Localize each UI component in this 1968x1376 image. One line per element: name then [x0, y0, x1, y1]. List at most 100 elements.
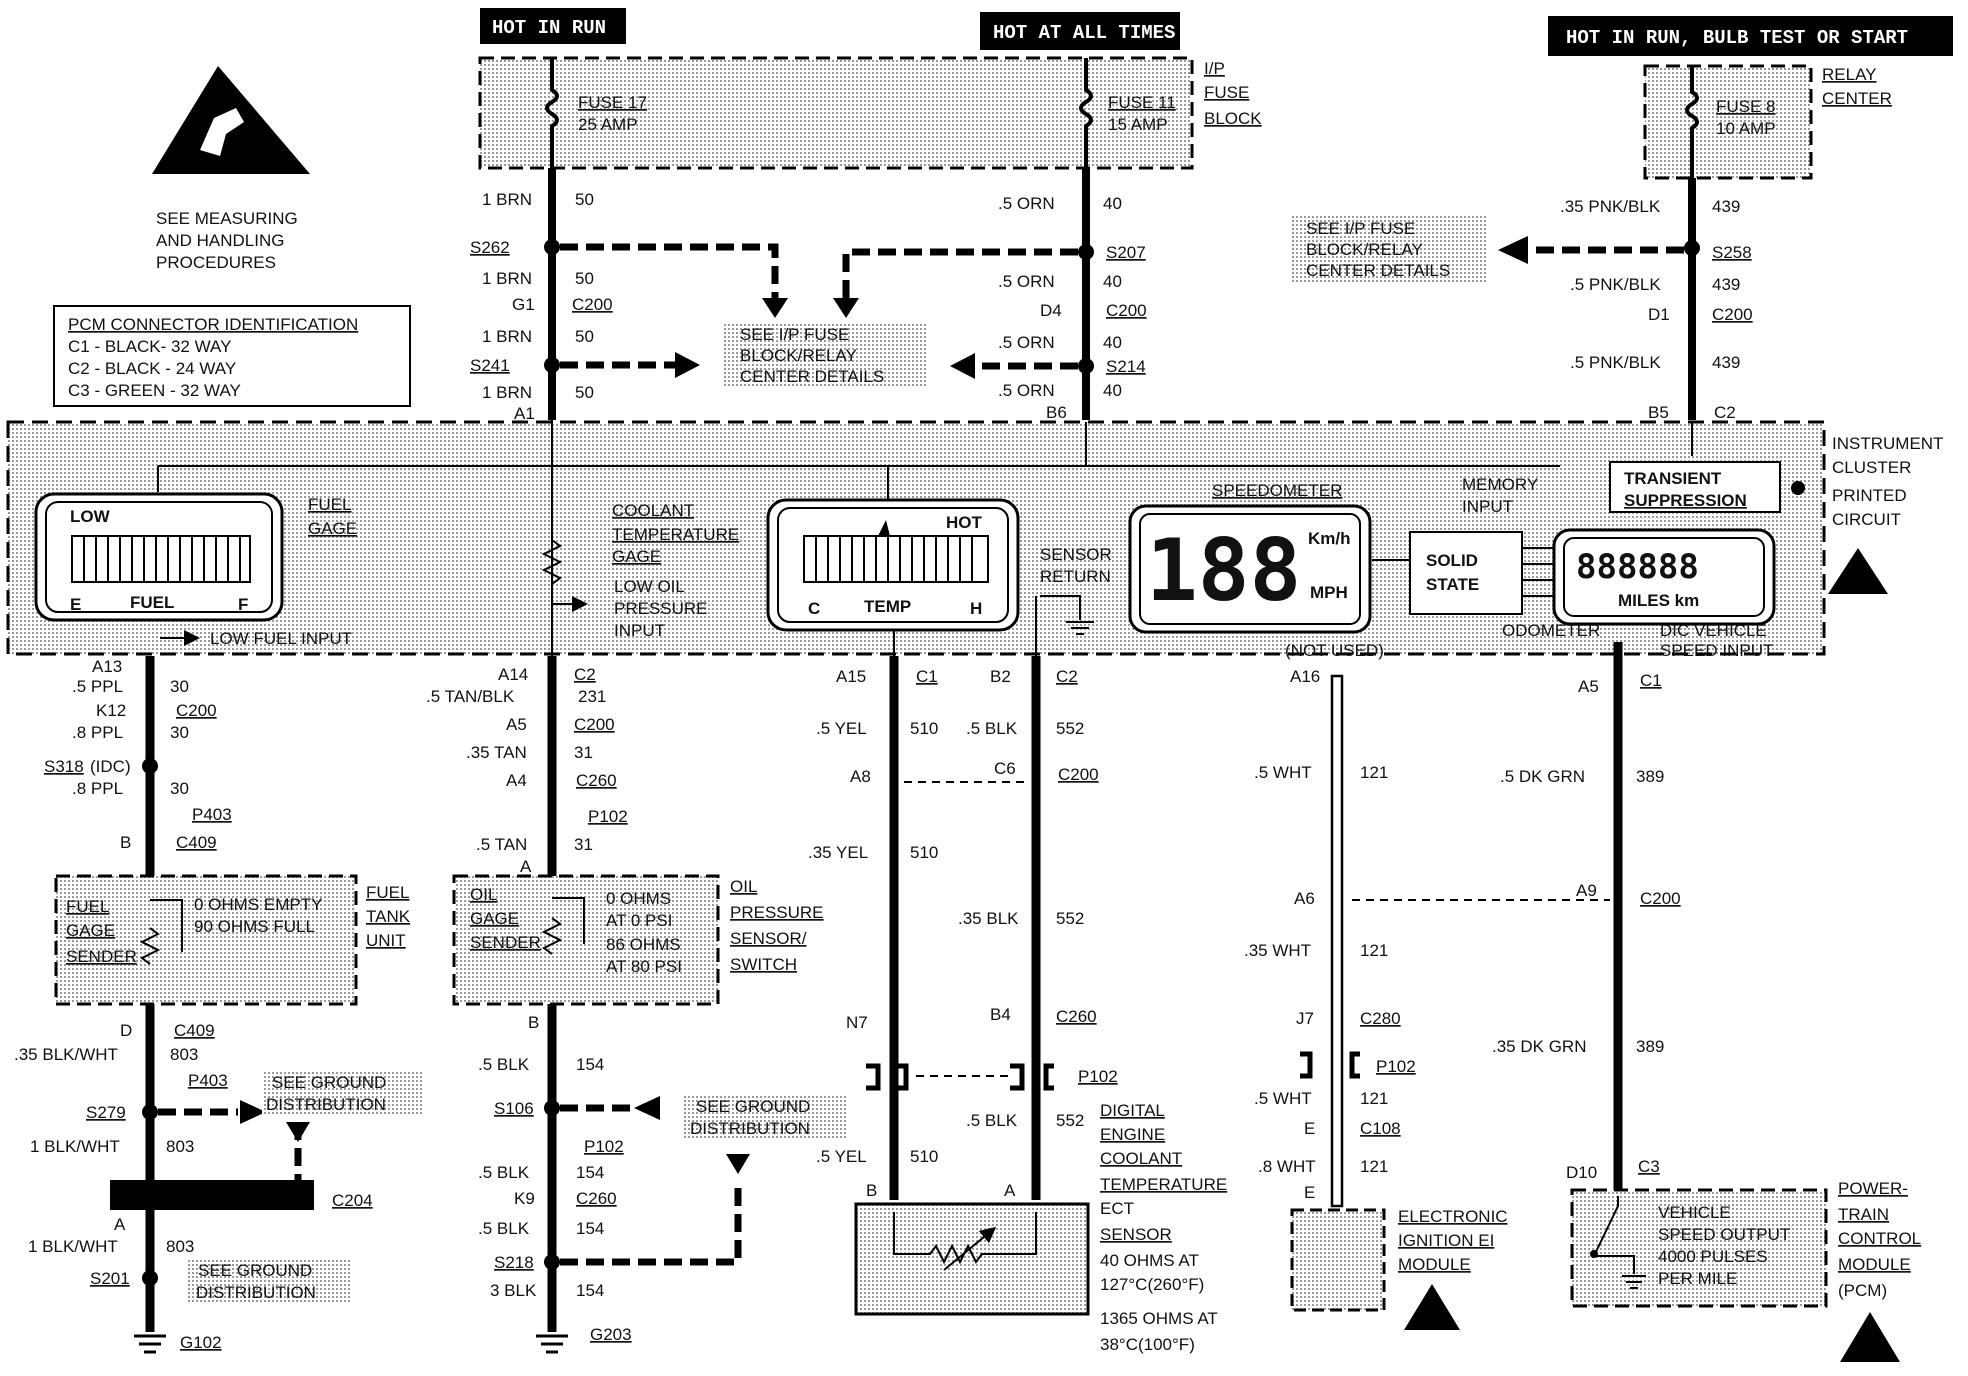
label-col6-d10: D10: [1566, 1163, 1597, 1182]
label-col2-ohms-1: AT 0 PSI: [606, 911, 672, 930]
fuel-f-label: F: [238, 595, 248, 614]
label-col4-b4: B4: [990, 1005, 1011, 1024]
label-col1-w1: .5 PPL: [72, 677, 123, 696]
label-cluster-coolant-label-2: GAGE: [612, 547, 661, 566]
label-col4-a: A: [1004, 1181, 1016, 1200]
fuel-gage-sender: FUEL GAGE SENDER 0 OHMS EMPTY 90 OHMS FU…: [54, 874, 358, 1006]
label-feed_left-n1: 50: [575, 190, 594, 209]
label-col5-module-0: ELECTRONIC: [1398, 1207, 1508, 1226]
label-col2-g203: G203: [590, 1325, 632, 1344]
label-col2-a5: A5: [506, 715, 527, 734]
fuse-17-label: FUSE 17: [578, 93, 647, 112]
label-col1-w2: .8 PPL: [72, 723, 123, 742]
label-col6-c200: C200: [1640, 889, 1681, 908]
label-feed_right-w3: .5 PNK/BLK: [1570, 353, 1661, 372]
esd-note-line2: AND HANDLING: [156, 231, 284, 250]
label-col4-c2: C2: [1056, 667, 1078, 686]
label-col5-n1: 121: [1360, 763, 1388, 782]
label-col2-b: B: [528, 1013, 539, 1032]
fuse-block-label-2: FUSE: [1204, 83, 1249, 102]
label-cluster-fuel-gage-1: GAGE: [308, 519, 357, 538]
see-ground-distribution-1: SEE GROUND DISTRIBUTION: [262, 1070, 424, 1114]
label-col6-vso-0: VEHICLE: [1658, 1203, 1731, 1222]
splice-s214: [1078, 358, 1094, 374]
label-col6-pcm-2: CONTROL: [1838, 1229, 1921, 1248]
pcm-module: VEHICLE SPEED OUTPUT 4000 PULSES PER MIL…: [1570, 1188, 1828, 1308]
label-col1-n1: 30: [170, 677, 189, 696]
label-col5-j7: J7: [1296, 1009, 1314, 1028]
label-col6-c1: C1: [1640, 671, 1662, 690]
label-col2-p102b: P102: [584, 1137, 624, 1156]
label-col1-p403b: P403: [188, 1071, 228, 1090]
label-col3-w2: .35 YEL: [808, 843, 868, 862]
label-col3-a8: A8: [850, 767, 871, 786]
label-col3-w3: .5 YEL: [816, 1147, 867, 1166]
label-feed_mid-d4: D4: [1040, 301, 1062, 320]
label-col2-n2: 31: [574, 743, 593, 762]
label-cluster-kmh: Km/h: [1308, 529, 1351, 548]
label-col6-n1: 389: [1636, 767, 1664, 786]
label-col6-w2: .35 DK GRN: [1492, 1037, 1586, 1056]
label-feed_right-n1: 439: [1712, 197, 1740, 216]
splice-s318: [142, 758, 158, 774]
label-col1-sender-2: SENDER: [66, 947, 137, 966]
label-feed_left-w3: 1 BRN: [482, 327, 532, 346]
header-hot-at-all-times: HOT AT ALL TIMES: [980, 12, 1180, 50]
see-fuse-details-right: SEE I/P FUSE BLOCK/RELAY CENTER DETAILS: [1292, 214, 1488, 282]
label-col5-w2: .35 WHT: [1244, 941, 1311, 960]
label-col2-switch-2: SENSOR/: [730, 929, 807, 948]
label-see_details-center-2: CENTER DETAILS: [740, 367, 884, 386]
label-feed_left-n2: 50: [575, 269, 594, 288]
label-cluster-solid_state-1: STATE: [1426, 575, 1479, 594]
label-col6-pcm-1: TRAIN: [1838, 1205, 1889, 1224]
label-cluster-odometer: ODOMETER: [1502, 621, 1600, 640]
speedometer: [1128, 504, 1372, 634]
label-col1-w5: 1 BLK/WHT: [30, 1137, 120, 1156]
label-col2-n3: 31: [574, 835, 593, 854]
label-feed_mid-b6: B6: [1046, 403, 1067, 422]
s262-to-details-arrow: [560, 243, 779, 305]
label-col4-ect-2: COOLANT: [1100, 1149, 1182, 1168]
label-col5-w3: .5 WHT: [1254, 1089, 1312, 1108]
label-col1-s279: S279: [86, 1103, 126, 1122]
label-feed_left-n3: 50: [575, 327, 594, 346]
label-cluster-fuel-gage-0: FUEL: [308, 495, 351, 514]
label-cluster-sensor_return-0: SENSOR: [1040, 545, 1112, 564]
label-col2-sender-2: SENDER: [470, 933, 541, 952]
label-col6-c3: C3: [1638, 1157, 1660, 1176]
oil-gage-sender: OIL GAGE SENDER 0 OHMS AT 0 PSI 86 OHMS …: [452, 874, 720, 1006]
label-col2-k9: K9: [514, 1189, 535, 1208]
label-col6-vso-1: SPEED OUTPUT: [1658, 1225, 1790, 1244]
label-col1-w4: .35 BLK/WHT: [14, 1045, 118, 1064]
label-col5-w1: .5 WHT: [1254, 763, 1312, 782]
label-col6-pcm-4: (PCM): [1838, 1281, 1887, 1300]
fuse-8-label: FUSE 8: [1716, 97, 1776, 116]
relay-center: FUSE 8 10 AMP: [1643, 64, 1813, 180]
label-col4-ect-1: ENGINE: [1100, 1125, 1165, 1144]
label-col1-s201: S201: [90, 1269, 130, 1288]
label-headers-hot_in_run: HOT IN RUN: [492, 17, 606, 39]
label-see_details-center-0: SEE I/P FUSE: [740, 325, 849, 344]
label-col3-w1: .5 YEL: [816, 719, 867, 738]
label-col2-switch-3: SWITCH: [730, 955, 797, 974]
label-cluster-low_oil-1: PRESSURE: [614, 599, 708, 618]
label-col2-w6: .5 BLK: [478, 1219, 530, 1238]
label-feed_left-w1: 1 BRN: [482, 190, 532, 209]
label-col1-c409: C409: [176, 833, 217, 852]
label-col1-a13: A13: [92, 657, 122, 676]
label-col4-ect-7: 127°C(260°F): [1100, 1275, 1204, 1294]
label-col4-c6: C6: [994, 759, 1016, 778]
relay-center-label-1: RELAY: [1822, 65, 1877, 84]
label-col1-c409b: C409: [174, 1021, 215, 1040]
esd-icon-ei: [1404, 1284, 1460, 1330]
label-see_details-right-0: SEE I/P FUSE: [1306, 219, 1415, 238]
label-feed_mid-w1: .5 ORN: [998, 194, 1055, 213]
pcm-connector-title: PCM CONNECTOR IDENTIFICATION: [68, 315, 358, 334]
label-feed_mid-n1: 40: [1103, 194, 1122, 213]
label-col2-n7: 154: [576, 1281, 604, 1300]
label-col2-w1: .5 TAN/BLK: [426, 687, 515, 706]
label-feed_mid-n2: 40: [1103, 272, 1122, 291]
label-col3-n3: 510: [910, 1147, 938, 1166]
transient-suppression: [1609, 461, 1781, 513]
